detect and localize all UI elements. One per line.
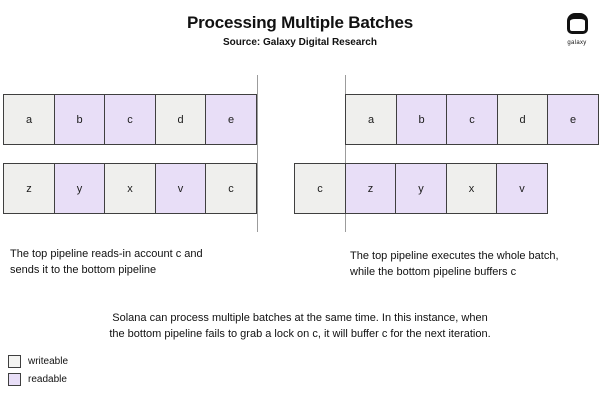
account-cell-e: e [547, 94, 599, 145]
caption-right: The top pipeline executes the whole batc… [350, 250, 559, 278]
account-cell-y: y [395, 163, 447, 214]
account-cell-c: c [294, 163, 346, 214]
account-cell-c: c [205, 163, 257, 214]
account-cell-d: d [154, 94, 207, 145]
account-cell-y: y [53, 163, 106, 214]
account-cell-d: d [496, 94, 549, 145]
footnote-text: Solana can process multiple batches at t… [109, 312, 491, 340]
account-cell-z: z [344, 163, 397, 214]
legend-swatch-readable [8, 373, 21, 386]
legend-label-writeable: writeable [28, 356, 69, 367]
page-title: Processing Multiple Batches [186, 13, 414, 32]
account-cell-v: v [154, 163, 207, 214]
account-cell-e: e [205, 94, 257, 145]
account-cell-c: c [104, 94, 156, 145]
account-cell-v: v [496, 163, 548, 214]
caption-left: The top pipeline reads-in account c and … [10, 248, 203, 276]
pipeline-divider-right [345, 75, 346, 232]
pipeline-divider-left [257, 75, 258, 232]
account-cell-a: a [345, 94, 397, 145]
account-cell-z: z [3, 163, 55, 214]
legend-row-writeable: writeable [8, 355, 68, 368]
galaxy-logo-icon [566, 13, 588, 34]
page-subtitle: Source: Galaxy Digital Research [223, 37, 377, 48]
legend: writeable readable [8, 355, 68, 391]
galaxy-logo: galaxy [560, 13, 594, 46]
legend-row-readable: readable [8, 373, 68, 386]
legend-label-readable: readable [28, 374, 67, 385]
account-cell-x: x [104, 163, 156, 214]
legend-swatch-writeable [8, 355, 21, 368]
account-cell-b: b [53, 94, 106, 145]
account-cell-x: x [445, 163, 498, 214]
account-cell-b: b [395, 94, 448, 145]
galaxy-logo-text: galaxy [567, 40, 587, 46]
account-cell-a: a [3, 94, 55, 145]
account-cell-c: c [446, 94, 498, 145]
